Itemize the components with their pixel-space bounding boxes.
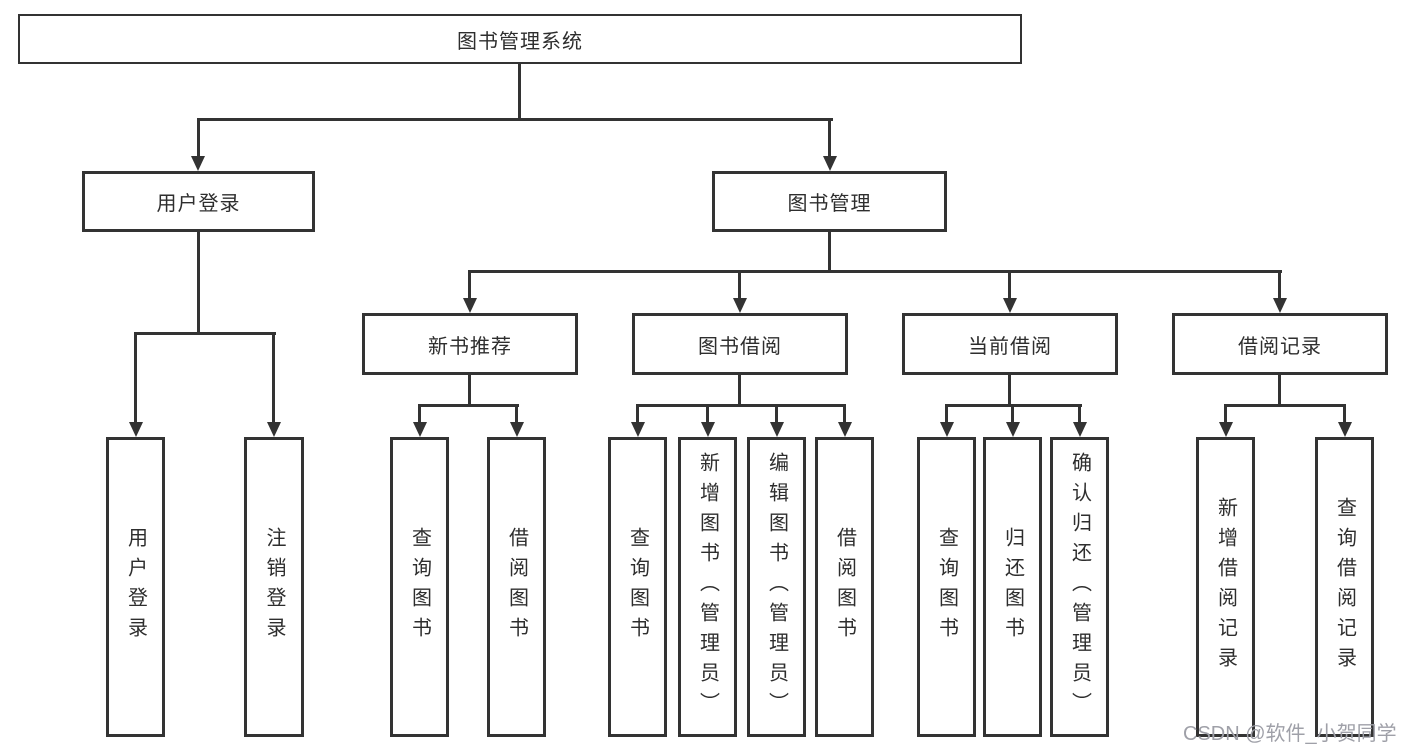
connector-line — [197, 118, 833, 121]
connector-line — [1343, 404, 1346, 424]
arrow-down-icon — [733, 298, 747, 313]
connector-line — [468, 375, 471, 407]
connector-line — [738, 375, 741, 407]
connector-line — [418, 404, 519, 407]
arrow-down-icon — [1218, 422, 1233, 437]
node-current-borrow: 当前借阅 — [902, 313, 1118, 375]
connector-line — [418, 404, 421, 424]
connector-line — [706, 404, 709, 424]
leaf-label: 编辑图书（管理员） — [765, 452, 788, 722]
leaf-query-books-borrow: 查询图书 — [608, 437, 667, 737]
connector-line — [197, 118, 200, 158]
leaf-query-books-recommend: 查询图书 — [390, 437, 449, 737]
leaf-label: 查询借阅记录 — [1333, 497, 1356, 677]
arrow-down-icon — [1005, 422, 1020, 437]
connector-line — [1278, 375, 1281, 407]
leaf-logout: 注销登录 — [244, 437, 304, 737]
leaf-label: 新增借阅记录 — [1214, 497, 1237, 677]
connector-line — [775, 404, 778, 424]
arrow-down-icon — [1273, 298, 1287, 313]
connector-line — [828, 118, 831, 158]
arrow-down-icon — [769, 422, 784, 437]
connector-line — [843, 404, 846, 424]
leaf-label: 新增图书（管理员） — [696, 452, 719, 722]
connector-line — [197, 232, 200, 335]
leaf-label: 归还图书 — [1001, 527, 1024, 647]
leaf-edit-book-admin: 编辑图书（管理员） — [747, 437, 806, 737]
connector-line — [1011, 404, 1014, 424]
leaf-query-borrow-record: 查询借阅记录 — [1315, 437, 1374, 737]
arrow-down-icon — [939, 422, 954, 437]
leaf-query-books-current: 查询图书 — [917, 437, 976, 737]
leaf-label: 用户登录 — [124, 527, 147, 647]
connector-line — [1224, 404, 1346, 407]
connector-line — [272, 332, 275, 423]
arrow-down-icon — [1003, 298, 1017, 313]
leaf-user-login: 用户登录 — [106, 437, 165, 737]
leaf-label: 查询图书 — [626, 527, 649, 647]
connector-line — [1008, 270, 1011, 300]
leaf-label: 确认归还（管理员） — [1068, 452, 1091, 722]
connector-line — [636, 404, 846, 407]
leaf-label: 借阅图书 — [833, 527, 856, 647]
connector-line — [134, 332, 137, 423]
leaf-borrow-books-recommend: 借阅图书 — [487, 437, 546, 737]
connector-line — [738, 270, 741, 300]
connector-line — [636, 404, 639, 424]
connector-line — [468, 270, 1282, 273]
arrow-down-icon — [1337, 422, 1352, 437]
arrow-down-icon — [412, 422, 427, 437]
connector-line — [468, 270, 471, 300]
leaf-add-book-admin: 新增图书（管理员） — [678, 437, 737, 737]
arrow-down-icon — [823, 156, 837, 171]
connector-line — [1008, 375, 1011, 407]
connector-line — [1278, 270, 1281, 300]
connector-line — [1224, 404, 1227, 424]
arrow-down-icon — [266, 422, 281, 437]
node-book-borrow: 图书借阅 — [632, 313, 848, 375]
node-book-management-system: 图书管理系统 — [18, 14, 1022, 64]
leaf-label: 借阅图书 — [505, 527, 528, 647]
connector-line — [1078, 404, 1081, 424]
arrow-down-icon — [837, 422, 852, 437]
leaf-return-books: 归还图书 — [983, 437, 1042, 737]
arrow-down-icon — [191, 156, 205, 171]
leaf-borrow-books: 借阅图书 — [815, 437, 874, 737]
node-book-management: 图书管理 — [712, 171, 947, 232]
leaf-label: 查询图书 — [935, 527, 958, 647]
connector-line — [518, 64, 521, 121]
connector-line — [828, 232, 831, 273]
watermark: CSDN @软件_小贺同学 — [1183, 723, 1397, 745]
leaf-confirm-return-admin: 确认归还（管理员） — [1050, 437, 1109, 737]
arrow-down-icon — [463, 298, 477, 313]
connector-line — [515, 404, 518, 424]
arrow-down-icon — [1072, 422, 1087, 437]
connector-line — [134, 332, 276, 335]
leaf-add-borrow-record: 新增借阅记录 — [1196, 437, 1255, 737]
node-borrow-records: 借阅记录 — [1172, 313, 1388, 375]
arrow-down-icon — [630, 422, 645, 437]
leaf-label: 注销登录 — [263, 527, 285, 647]
connector-line — [945, 404, 948, 424]
node-new-book-recommend: 新书推荐 — [362, 313, 578, 375]
arrow-down-icon — [509, 422, 524, 437]
arrow-down-icon — [700, 422, 715, 437]
arrow-down-icon — [128, 422, 143, 437]
leaf-label: 查询图书 — [408, 527, 431, 647]
node-user-login: 用户登录 — [82, 171, 315, 232]
